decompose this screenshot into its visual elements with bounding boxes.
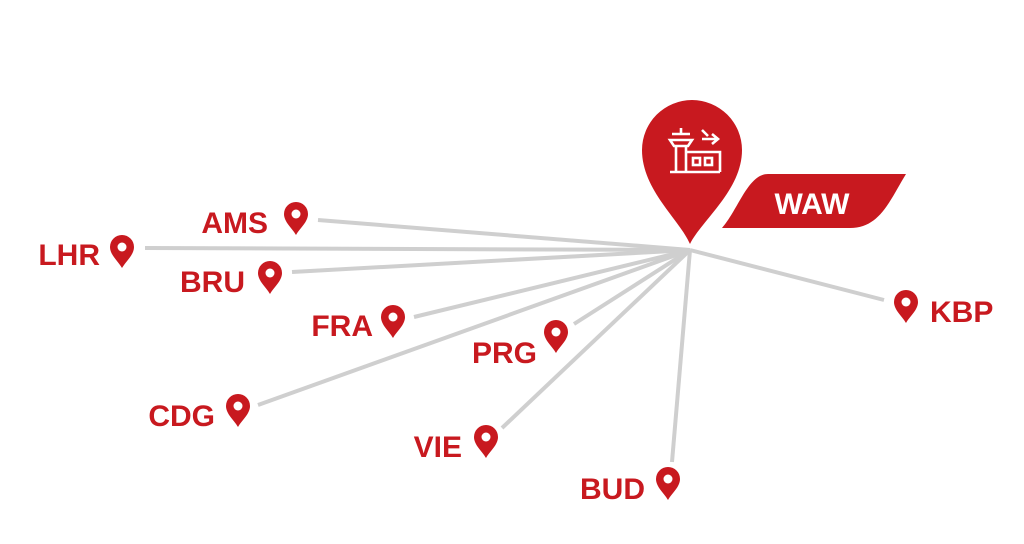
destination-bud[interactable]: BUD xyxy=(580,467,680,506)
hub-marker: WAW xyxy=(642,100,906,244)
destination-code: AMS xyxy=(201,207,268,240)
destination-code: LHR xyxy=(38,239,100,272)
destination-cdg[interactable]: CDG xyxy=(148,394,250,433)
pin-hole xyxy=(265,268,275,278)
destination-code: KBP xyxy=(930,296,993,329)
airport-tower-icon xyxy=(667,128,722,174)
route-line-lhr xyxy=(144,246,691,252)
destination-prg[interactable]: PRG xyxy=(472,320,568,370)
pin-hole xyxy=(663,474,673,484)
route-line-kbp xyxy=(689,248,885,302)
destination-fra[interactable]: FRA xyxy=(311,305,405,343)
routes xyxy=(144,218,885,463)
destination-kbp[interactable]: KBP xyxy=(894,290,993,329)
destination-bru[interactable]: BRU xyxy=(180,261,282,299)
destination-lhr[interactable]: LHR xyxy=(38,235,134,272)
pin-hole xyxy=(291,209,301,219)
pin-hole xyxy=(481,432,491,442)
hub-code: WAW xyxy=(775,188,851,221)
pin-hole xyxy=(551,327,561,337)
destination-vie[interactable]: VIE xyxy=(414,425,498,464)
route-line-cdg xyxy=(257,248,691,407)
destination-code: VIE xyxy=(414,431,462,464)
pin-hole xyxy=(388,312,398,322)
destination-code: BUD xyxy=(580,473,645,506)
hub-banner xyxy=(722,174,906,228)
pin-hole xyxy=(117,242,127,252)
route-line-ams xyxy=(317,218,691,252)
route-line-fra xyxy=(413,248,691,319)
destination-code: CDG xyxy=(148,400,215,433)
route-line-prg xyxy=(572,248,692,326)
destination-pins: AMS LHR BRU FRA PRG CDG VIE BUD KBP xyxy=(38,202,993,506)
pin-hole xyxy=(233,401,243,411)
destination-code: PRG xyxy=(472,337,537,370)
destination-ams[interactable]: AMS xyxy=(201,202,308,240)
destination-code: FRA xyxy=(311,310,373,343)
route-line-bud xyxy=(670,249,692,463)
route-line-bru xyxy=(291,248,691,274)
pin-hole xyxy=(901,297,911,307)
route-line-vie xyxy=(500,248,692,430)
destination-code: BRU xyxy=(180,266,245,299)
